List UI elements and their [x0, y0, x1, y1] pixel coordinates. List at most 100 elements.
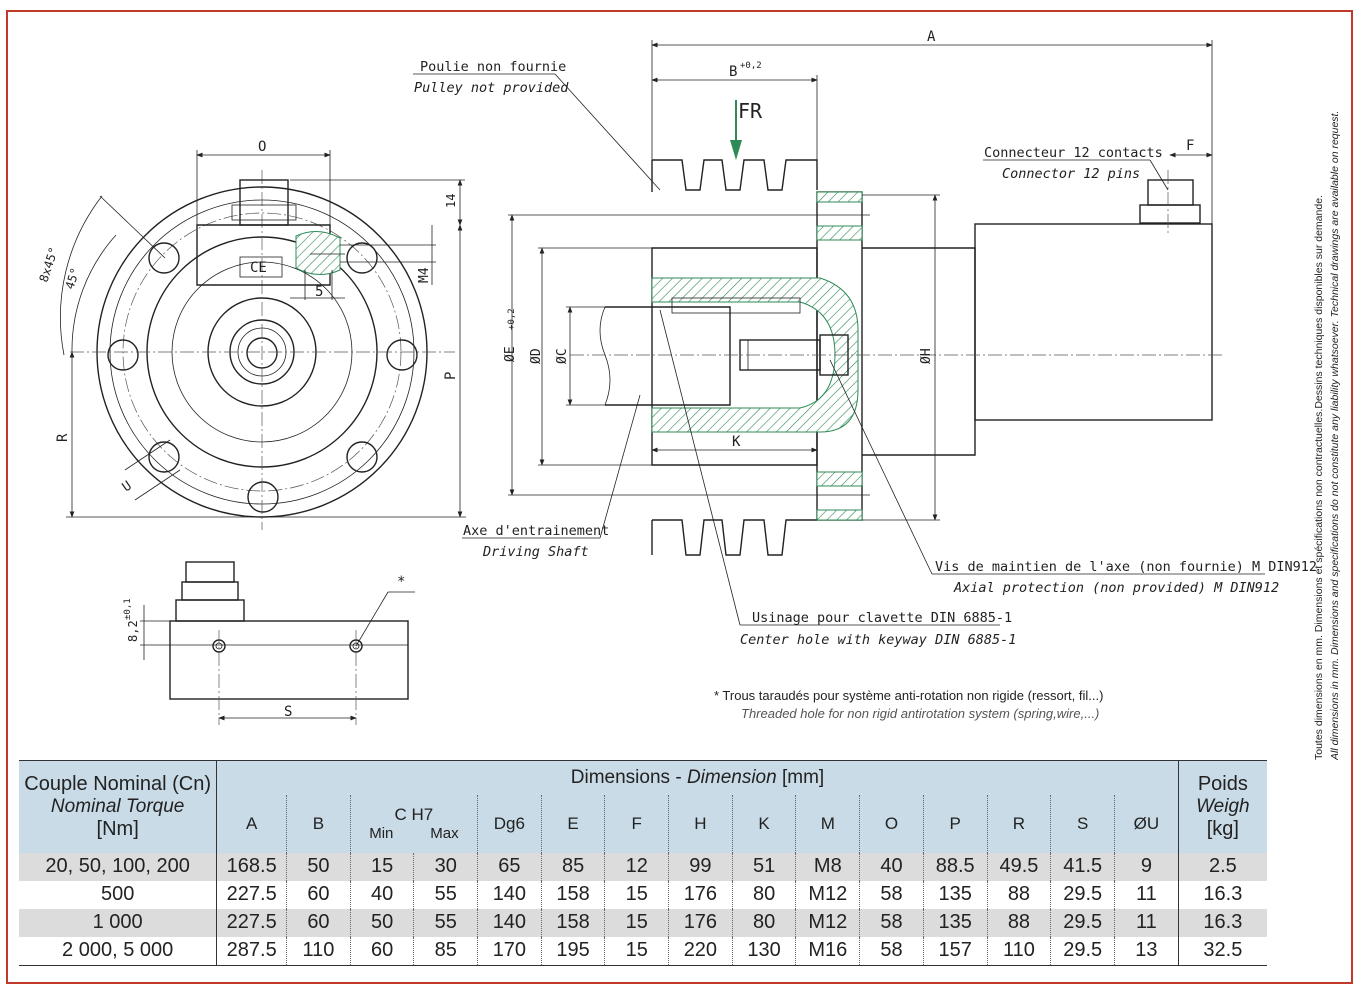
table-cell-dg6: 140: [477, 880, 542, 909]
table-cell-s: 41.5: [1050, 852, 1115, 881]
label-dim-b-tol: +0,2: [740, 61, 762, 71]
table-cell-dg6: 140: [477, 908, 542, 937]
col-s: S: [1050, 794, 1115, 853]
table-cell-cmax: 85: [413, 936, 478, 965]
front-view: [60, 150, 466, 530]
header-torque-unit: [Nm]: [96, 817, 139, 840]
table-cell-k: 130: [731, 936, 796, 965]
col-m: M: [795, 794, 860, 853]
col-c-label: C H7: [394, 805, 434, 824]
table-cell-k: 80: [731, 908, 796, 937]
table-cell-f: 15: [604, 908, 669, 937]
table-cell-torque: 1 000: [19, 908, 218, 937]
table-cell-e: 158: [540, 880, 605, 909]
col-e: E: [540, 794, 605, 853]
label-dim-u: U: [120, 478, 135, 495]
table-cell-torque: 500: [19, 880, 218, 909]
label-dim-45: 45°: [63, 266, 83, 291]
col-r: R: [986, 794, 1051, 853]
label-dim-e: ØE: [503, 346, 518, 362]
callout-connector-en: Connector 12 pins: [1002, 166, 1140, 182]
header-weight-en: Weigh: [1196, 795, 1250, 817]
table-cell-dg6: 170: [477, 936, 542, 965]
table-cell-k: 51: [731, 852, 796, 881]
table-cell-b: 60: [286, 908, 351, 937]
table-cell-r: 110: [986, 936, 1051, 965]
table-cell-h: 99: [668, 852, 733, 881]
ce-mark: CE: [250, 260, 267, 276]
header-dimensions: Dimensions - Dimension [mm]: [217, 761, 1178, 795]
label-star: *: [397, 574, 405, 590]
label-dim-h: ØH: [919, 348, 934, 364]
table-cell-e: 195: [540, 936, 605, 965]
label-dim-k: K: [732, 434, 741, 450]
header-dimensions-unit: [mm]: [776, 766, 825, 788]
table-cell-b: 110: [286, 936, 351, 965]
callout-pulley-fr: Poulie non fournie: [420, 59, 566, 75]
col-h: H: [668, 794, 733, 853]
table-cell-a: 168.5: [226, 855, 277, 877]
side-note-en: All dimensions in mm. Dimensions and spe…: [1329, 111, 1341, 760]
table-cell-u: 11: [1114, 880, 1179, 909]
table-cell-cmin: 40: [349, 880, 414, 909]
note-fr: * Trous taraudés pour système anti-rotat…: [714, 688, 1103, 703]
col-k: K: [731, 794, 796, 853]
table-cell-f: 15: [604, 936, 669, 965]
table-cell-cmin: 50: [349, 908, 414, 937]
table-cell-cmax: 30: [413, 852, 478, 881]
col-b: B: [286, 794, 351, 853]
table-cell-cmax: 55: [413, 908, 478, 937]
table-cell-h: 176: [668, 880, 733, 909]
header-weight: Poids Weigh [kg]: [1177, 760, 1267, 853]
label-dim-c: ØC: [555, 348, 570, 364]
table-cell-m: M8: [795, 852, 860, 881]
callout-keyway-en: Center hole with keyway DIN 6885-1: [740, 632, 1016, 648]
table-cell-o: 58: [859, 908, 924, 937]
table-cell-p: 88.5: [922, 852, 988, 881]
label-dim-8-2: 8,2: [126, 620, 140, 642]
callout-shaft-fr: Axe d'entrainement: [463, 523, 609, 539]
callout-screw-en: Axial protection (non provided) M DIN912: [953, 580, 1279, 596]
label-dim-e-tol: +0,2: [507, 308, 517, 330]
col-u: ØU: [1114, 794, 1179, 853]
label-dim-5: 5: [315, 284, 323, 300]
label-dim-14: 14: [444, 194, 458, 208]
side-note: Toutes dimensions en mm. Dimensions et s…: [1313, 111, 1341, 760]
col-a: A: [246, 813, 258, 833]
side-view: [140, 561, 415, 725]
table-cell-w: 16.3: [1177, 908, 1267, 937]
table-cell-o: 58: [859, 936, 924, 965]
side-note-fr: Toutes dimensions en mm. Dimensions et s…: [1313, 195, 1325, 760]
table-cell-u: 9: [1114, 852, 1179, 881]
table-cell-f: 15: [604, 880, 669, 909]
technical-drawing: O 14 M4 5 8x45° 45° P R U CE S 8,2 ±0,1 …: [37, 29, 1317, 725]
table-cell-torque: 20, 50, 100, 200: [19, 852, 218, 881]
table-cell-r: 88: [986, 880, 1051, 909]
table-cell-w: 16.3: [1177, 880, 1267, 909]
table-cell-m: M12: [795, 880, 860, 909]
table-cell-s: 29.5: [1050, 936, 1115, 965]
label-dim-p: P: [443, 372, 459, 380]
label-dim-o: O: [258, 139, 266, 155]
callout-pulley-en: Pulley not provided: [414, 80, 569, 96]
callout-shaft-en: Driving Shaft: [482, 544, 589, 560]
section-view: [413, 40, 1265, 626]
header-torque: Couple Nominal (Cn) Nominal Torque [Nm]: [19, 760, 218, 853]
label-dim-r: R: [55, 433, 71, 442]
callout-screw-fr: Vis de maintien de l'axe (non fournie) M…: [935, 559, 1317, 575]
table-cell-p: 135: [922, 880, 988, 909]
header-weight-fr: Poids: [1197, 772, 1248, 795]
table-cell-dg6: 65: [477, 852, 542, 881]
table-cell-m: M16: [795, 936, 860, 965]
header-dimensions-en: Dimension: [686, 766, 777, 788]
label-dim-d: ØD: [529, 348, 544, 364]
table-cell-u: 13: [1114, 936, 1179, 965]
table-cell-b: 60: [286, 880, 351, 909]
header-torque-en: Nominal Torque: [50, 795, 185, 817]
table-cell-s: 29.5: [1050, 880, 1115, 909]
table-cell-m: M12: [795, 908, 860, 937]
table-cell-h: 176: [668, 908, 733, 937]
table-cell-a: 227.5: [226, 883, 277, 905]
